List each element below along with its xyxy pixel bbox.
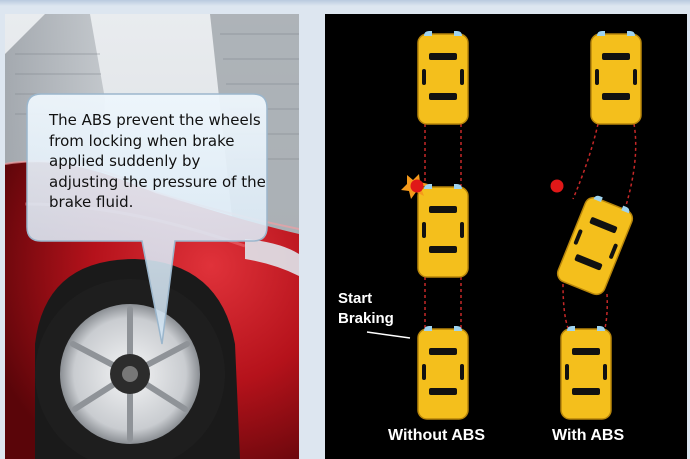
callout-text: The ABS prevent the wheels from locking … xyxy=(49,111,266,211)
start-braking-line1: Start xyxy=(338,290,373,307)
car-without-abs-braking xyxy=(417,325,469,420)
without-abs-label: Without ABS xyxy=(388,427,486,444)
car-without-abs-start xyxy=(417,30,469,125)
obstacle-dot-without-abs xyxy=(410,179,424,193)
obstacle-dot-with-abs xyxy=(550,179,564,193)
trail-lines-without-abs xyxy=(424,124,462,328)
start-braking-label: Start Braking xyxy=(338,289,394,329)
car-photo-panel: The ABS prevent the wheels from locking … xyxy=(5,14,299,459)
red-car-photo xyxy=(5,14,299,459)
start-braking-line2: Braking xyxy=(338,310,394,327)
with-abs-label: With ABS xyxy=(552,427,625,444)
abs-diagram-panel: Start Braking Without ABS With ABS xyxy=(325,14,687,459)
start-braking-pointer xyxy=(366,331,411,339)
car-with-abs-steering xyxy=(554,191,637,298)
trail-lines-with-abs xyxy=(562,123,637,329)
car-without-abs-skidding xyxy=(417,183,469,278)
slide-top-border xyxy=(0,0,690,6)
speech-bubble xyxy=(26,93,268,345)
abs-diagram xyxy=(366,30,642,420)
car-with-abs-braking xyxy=(560,325,612,420)
car-with-abs-start xyxy=(590,30,642,125)
